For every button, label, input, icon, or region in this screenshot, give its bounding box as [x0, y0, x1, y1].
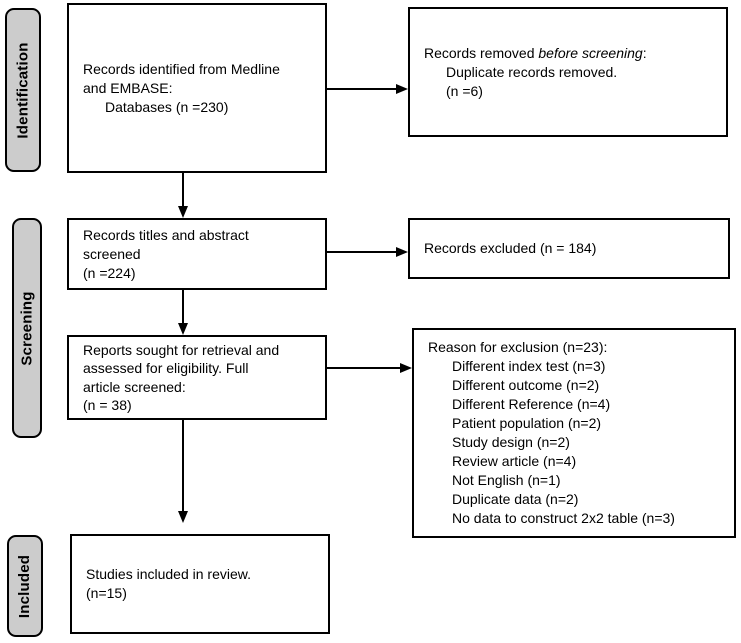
- box-records-excluded-line1: Records excluded (n = 184): [424, 240, 597, 256]
- arrow-identified-to-screened-line: [182, 173, 184, 206]
- box-records-screened-line2: screened: [83, 245, 141, 262]
- stage-label-screening-text: Screening: [18, 290, 36, 366]
- box-records-identified: Records identified from Medline and EMBA…: [67, 3, 327, 173]
- box-records-excluded: Records excluded (n = 184): [408, 218, 730, 279]
- arrow-down-icon: [178, 206, 188, 218]
- box-studies-included: Studies included in review. (n=15): [70, 534, 330, 634]
- exclusion-reason-item: Review article (n=4): [452, 453, 577, 469]
- box-records-identified-line2: and EMBASE:: [83, 79, 173, 96]
- stage-label-identification: Identification: [5, 8, 41, 172]
- arrow-sought-to-reasons-line: [327, 367, 400, 369]
- box-reports-sought: Reports sought for retrieval and assesse…: [67, 335, 327, 420]
- box-reports-sought-line4: (n = 38): [83, 397, 132, 413]
- box-records-screened-line1: Records titles and abstract: [83, 226, 249, 243]
- box-studies-included-line1: Studies included in review.: [86, 566, 251, 582]
- arrow-screened-to-excluded-line: [327, 251, 396, 253]
- stage-label-screening: Screening: [12, 218, 42, 438]
- box-exclusion-reasons-title: Reason for exclusion (n=23):: [428, 339, 608, 355]
- exclusion-reason-item: Different index test (n=3): [452, 358, 606, 374]
- box-reports-sought-line2: assessed for eligibility. Full: [83, 360, 249, 376]
- exclusion-reason-item: Duplicate data (n=2): [452, 491, 579, 507]
- arrow-right-icon: [396, 84, 408, 94]
- exclusion-reason-item: Different outcome (n=2): [452, 377, 600, 393]
- box-exclusion-reasons: Reason for exclusion (n=23): Different i…: [412, 328, 736, 538]
- exclusion-reason-item: Not English (n=1): [452, 472, 561, 488]
- box-records-identified-line1: Records identified from Medline: [83, 60, 280, 77]
- box-records-identified-line3: Databases (n =230): [105, 98, 229, 115]
- exclusion-reason-item: Patient population (n=2): [452, 415, 602, 431]
- box-studies-included-line2: (n=15): [86, 585, 127, 601]
- box-records-removed-line1-pre: Records removed: [424, 44, 539, 61]
- box-reports-sought-line1: Reports sought for retrieval and: [83, 341, 280, 358]
- stage-label-identification-text: Identification: [14, 41, 32, 139]
- box-records-removed-line1-italic: before screening: [538, 44, 643, 61]
- arrow-down-icon: [178, 323, 188, 335]
- arrow-identified-to-removed-line: [327, 88, 396, 90]
- stage-label-included: Included: [7, 535, 43, 637]
- box-records-screened-line3: (n =224): [83, 264, 136, 281]
- arrow-down-icon: [178, 511, 188, 523]
- arrow-screened-to-sought-line: [182, 290, 184, 323]
- exclusion-reason-item: Study design (n=2): [452, 434, 570, 450]
- exclusion-reason-item: Different Reference (n=4): [452, 396, 611, 412]
- arrow-right-icon: [396, 247, 408, 257]
- box-records-removed-line2: Duplicate records removed.: [446, 63, 618, 80]
- box-records-removed-line1-post: :: [642, 44, 647, 61]
- stage-label-included-text: Included: [16, 554, 34, 618]
- arrow-right-icon: [400, 363, 412, 373]
- exclusion-reason-item: No data to construct 2x2 table (n=3): [452, 510, 675, 526]
- box-reports-sought-line3: article screened:: [83, 378, 186, 395]
- box-records-removed-line3: (n =6): [446, 82, 483, 99]
- box-records-screened: Records titles and abstract screened (n …: [67, 218, 327, 290]
- box-records-removed: Records removed before screening: Duplic…: [408, 7, 728, 137]
- box-records-removed-line1: Records removed before screening:: [424, 44, 718, 63]
- arrow-sought-to-included-line: [182, 420, 184, 511]
